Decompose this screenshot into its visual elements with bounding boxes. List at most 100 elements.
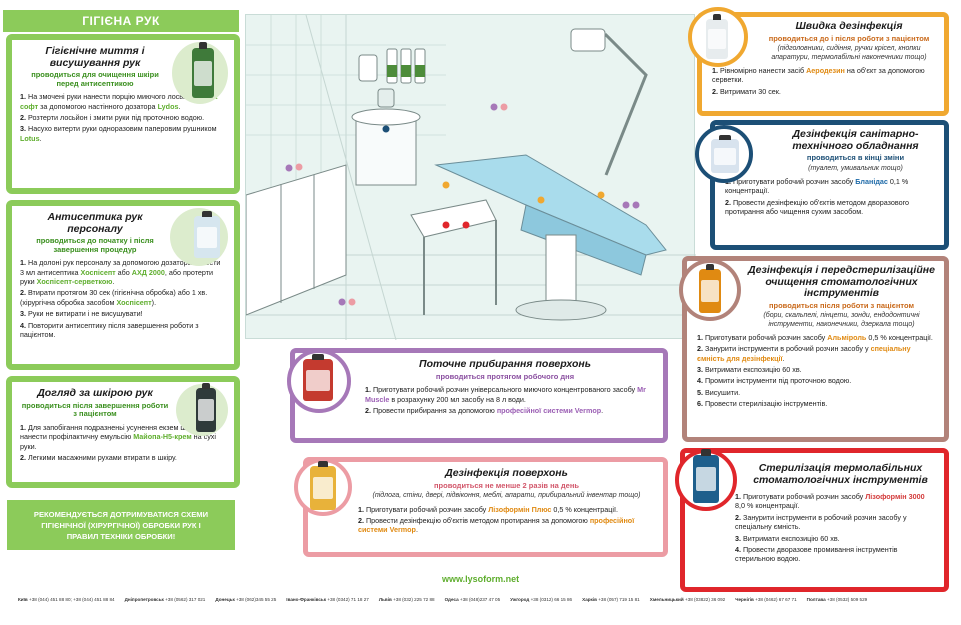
step-number: 6.: [697, 399, 703, 409]
step-item: 3.Витримати експозицію 60 хв.: [697, 365, 936, 374]
contact-city: Івано-Франківськ: [286, 597, 328, 602]
step-text: Витримати експозицію 60 хв.: [705, 365, 802, 375]
step-text: На долоні рук персоналу за допомогою доз…: [20, 258, 221, 277]
panel-washing: Гігієнічне миття і висушування рук прово…: [6, 34, 240, 194]
step-text: на сухі руки.: [20, 432, 216, 451]
step-number: 1.: [20, 422, 26, 432]
contact-city: Дніпропетровськ: [124, 597, 166, 602]
product-name: Аеродезин: [806, 65, 845, 75]
step-text: за допомогою настінного дозатора: [38, 101, 158, 111]
step-item: 6.Провести стерилізацію інструментів.: [697, 399, 936, 408]
product-name: Лізоформін 3000: [865, 492, 925, 502]
contact-entry: Київ +38 (044) 451 88 80; +38 (044) 451 …: [18, 597, 115, 602]
contact-entry: Полтава +38 (0532) 509 529: [807, 597, 868, 602]
step-item: 1.Приготувати робочий розчин універсальн…: [365, 385, 655, 404]
step-text: Повторити антисептику після завершення р…: [20, 320, 199, 339]
product-name: Lotus: [20, 133, 40, 143]
panel-instruments-note: (бори, скальпелі, пінцети, зонди, ендодо…: [763, 312, 920, 328]
step-item: 2.Провести прибирання за допомогою профе…: [365, 406, 655, 415]
step-text: Промити інструменти під проточною водою.: [705, 376, 852, 386]
product-name: Бланідас: [855, 177, 888, 187]
panel-surfaces: Дезінфекція поверхонь проводиться не мен…: [294, 457, 668, 557]
step-item: 1.Приготувати робочий розчин засобу Лізо…: [735, 492, 936, 511]
panel-antiseptic-subtitle: проводиться до початку і після завершенн…: [36, 236, 154, 254]
step-number: 2.: [712, 86, 718, 96]
step-number: 3.: [20, 124, 26, 134]
recommendation-text: РЕКОМЕНДУЄТЬСЯ ДОТРИМУВАТИСЯ СХЕМИ ГІГІЄ…: [33, 510, 209, 541]
panel-instruments-subtitle: проводиться після роботи з пацієнтом: [768, 300, 915, 310]
step-text: Приготувати робочий розчин засобу: [733, 177, 856, 187]
recommendation-banner: РЕКОМЕНДУЄТЬСЯ ДОТРИМУВАТИСЯ СХЕМИ ГІГІЄ…: [7, 500, 235, 550]
step-text: Занурити інструменти в робочий розчин за…: [705, 344, 871, 354]
step-item: 4.Повторити антисептику після завершення…: [20, 321, 226, 340]
step-number: 1.: [712, 65, 718, 75]
contact-phone: +38 (032) 225 72 88: [393, 597, 435, 602]
panel-skincare: Догляд за шкірою рук проводиться після з…: [6, 376, 240, 488]
step-number: 1.: [358, 504, 364, 514]
panel-sterilization-title: Стерилізація термолабільних стоматологіч…: [753, 462, 928, 486]
panel-antiseptic-steps: 1.На долоні рук персоналу за допомогою д…: [20, 258, 226, 339]
contacts-list: Київ +38 (044) 451 88 80; +38 (044) 451 …: [18, 597, 948, 602]
step-text: На змочені руки нанести порцію миючого л…: [28, 92, 201, 102]
step-item: 1.Рівномірно нанести засіб Аеродезин на …: [712, 66, 936, 85]
panel-instruments-title: Дезінфекція і передстерилізаційне очищен…: [748, 264, 935, 300]
step-text: .: [178, 101, 181, 111]
step-number: 1.: [20, 92, 26, 102]
antiseptic-spray-bottle-icon: [194, 210, 220, 258]
step-text: Втирати протягом 30 сек (гігієнічна обро…: [20, 288, 208, 307]
step-text: ).: [151, 297, 157, 307]
contact-city: Полтава: [806, 597, 827, 602]
contact-phone: +38 (0532) 509 529: [826, 597, 868, 602]
step-item: 1.Приготувати робочий розчин засобу Лізо…: [358, 505, 655, 514]
contact-phone: +38 (062)345 55 25: [236, 597, 277, 602]
panel-sanitary-steps: 1.Приготувати робочий розчин засобу Блан…: [725, 177, 936, 216]
panel-quick-subtitle: проводиться до і після роботи з пацієнто…: [768, 33, 930, 43]
panel-quick-note: (підголовники, сидіння, ручки крісел, кн…: [771, 45, 927, 61]
website-link[interactable]: www.lysoform.net: [442, 574, 520, 584]
step-number: 1.: [697, 333, 703, 343]
step-number: 2.: [358, 515, 364, 525]
panel-cleaning-steps: 1.Приготувати робочий розчин універсальн…: [365, 385, 655, 415]
step-text: Приготувати робочий розчин засобу: [366, 504, 489, 514]
panel-surfaces-steps: 1.Приготувати робочий розчин засобу Лізо…: [358, 505, 655, 535]
step-text: на об'єкт за допомогою серветки.: [712, 65, 925, 85]
contact-phone: +38 (0312) 66 15 86: [530, 597, 573, 602]
step-number: 2.: [20, 113, 26, 123]
step-text: .: [39, 133, 42, 143]
step-number: 2.: [20, 452, 26, 462]
step-item: 3.Витримати експозицію 60 хв.: [735, 534, 936, 543]
step-number: 1.: [20, 258, 26, 268]
contact-phone: +38 (0462) 67 67 71: [755, 597, 797, 602]
lysoformin-3000-bottle-icon: [693, 449, 719, 503]
step-item: 4.Провести дворазове промивання інструме…: [735, 545, 936, 564]
step-text: Провести дезінфекцію об'єктів методом пр…: [366, 515, 590, 525]
contact-city: Ужгород: [510, 597, 531, 602]
mr-muscle-canister-icon: [303, 353, 333, 401]
step-text: Провести стерилізацію інструментів.: [705, 399, 828, 409]
aerodesin-spray-icon: [706, 14, 728, 59]
contact-city: Чернігів: [735, 597, 756, 602]
step-text: Розтерти лосьйон і змити руки під проточ…: [28, 113, 205, 123]
step-item: 2.Провести дезінфекцію об'єктів методом …: [725, 198, 936, 217]
product-name: Хоспісепт: [116, 297, 152, 307]
almirol-canister-icon: [699, 263, 721, 313]
contact-phone: +38 (057) 719 15 81: [598, 597, 640, 602]
panel-sterilization: Стерилізація термолабільних стоматологіч…: [675, 448, 949, 592]
panel-surfaces-note: (підлога, стіни, двері, підвіконня, мебл…: [372, 492, 641, 500]
step-text: 8,0 % концентрації.: [735, 501, 800, 511]
contact-city: Хмельницький: [649, 597, 685, 602]
step-number: 3.: [735, 533, 741, 543]
blanidas-container-icon: [711, 134, 739, 173]
panel-skincare-steps: 1.Для запобігання подразненьі усунення е…: [20, 423, 226, 462]
product-name: Хоспісепт-серветкою: [36, 277, 113, 287]
contact-city: Одеса: [444, 597, 460, 602]
contact-entry: Хмельницький +38 (03822) 36 092: [650, 597, 725, 602]
product-name: професійної системи Vermop: [358, 515, 635, 535]
step-text: .: [112, 277, 115, 287]
contact-entry: Харків +38 (057) 719 15 81: [582, 597, 640, 602]
step-text: Приготувати робочий розчин засобу: [705, 333, 828, 343]
step-text: Занурити інструменти в робочий розчин за…: [735, 512, 907, 532]
step-text: Витримати 30 сек.: [720, 86, 781, 96]
step-text: або: [115, 267, 132, 277]
step-number: 2.: [365, 405, 371, 415]
